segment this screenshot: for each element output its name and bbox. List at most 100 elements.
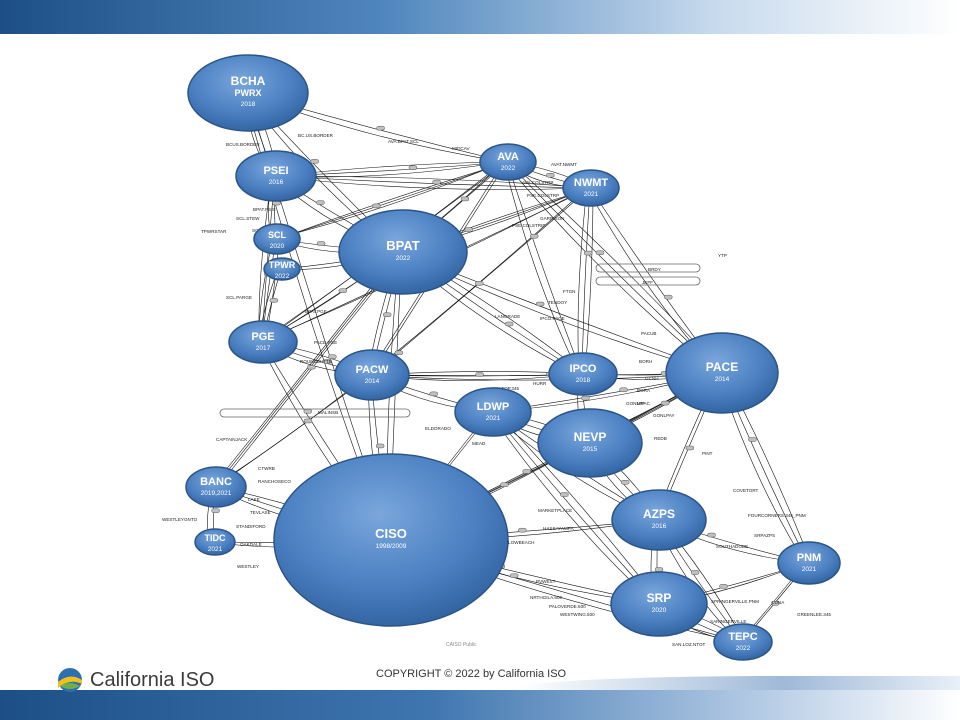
tie-point-label: SCL.STEW bbox=[236, 216, 260, 221]
tie-point-marker bbox=[522, 469, 531, 474]
tie-point-label: SAN.LOZ.NTOT bbox=[672, 642, 706, 647]
connection-line bbox=[275, 161, 508, 240]
node-name: NEVP bbox=[574, 430, 607, 444]
node-ellipse bbox=[454, 387, 532, 437]
tie-point-marker bbox=[654, 567, 664, 572]
node-name: PACW bbox=[356, 364, 389, 376]
node-year: 2020 bbox=[270, 243, 285, 250]
connection-line bbox=[367, 187, 588, 376]
tie-point-marker bbox=[211, 508, 220, 513]
tie-point-marker bbox=[660, 400, 670, 406]
node-scl[interactable]: SCL 2020 bbox=[253, 223, 301, 255]
node-ellipse bbox=[611, 489, 707, 551]
tie-point-marker bbox=[382, 312, 392, 317]
california-iso-logo: California ISO bbox=[56, 666, 215, 694]
balancing-authority-nodes: BCHAPWRX2018PSEI2016SCL2020TPWR2022BPAT2… bbox=[185, 54, 841, 661]
tie-point-label: SRPAZPS bbox=[754, 533, 775, 538]
tie-point-marker bbox=[509, 573, 519, 578]
tie-point-label: PINT bbox=[702, 451, 713, 456]
tie-point-marker bbox=[581, 395, 590, 401]
node-year: 2021 bbox=[802, 566, 817, 573]
node-year: 2022 bbox=[736, 645, 751, 652]
node-name: SCL bbox=[268, 230, 287, 240]
logo-text: California ISO bbox=[90, 668, 215, 691]
tie-point-marker bbox=[546, 173, 555, 178]
tie-point-marker bbox=[323, 359, 332, 364]
tie-point-label: OAKDALE bbox=[240, 542, 262, 547]
tie-point-label: TENDOY bbox=[548, 300, 567, 305]
connection-line bbox=[277, 175, 594, 189]
tie-point-label: CAPTAINJACK bbox=[216, 437, 248, 442]
tie-point-marker bbox=[372, 203, 381, 209]
tie-point-label: LANGRADE bbox=[495, 314, 520, 319]
tie-point-marker bbox=[460, 196, 470, 202]
tie-point-label: WILLOWBEACH bbox=[500, 540, 534, 545]
tie-point-marker bbox=[338, 288, 348, 293]
node-year: 2022 bbox=[396, 255, 411, 262]
node-year: 2019,2021 bbox=[201, 490, 232, 497]
node-year: 2021 bbox=[584, 191, 599, 198]
node-year: 2020 bbox=[652, 607, 667, 614]
tie-point-label: BPAT.PSEI bbox=[253, 207, 276, 212]
node-year: 2014 bbox=[715, 376, 730, 383]
california-iso-logo-icon bbox=[58, 668, 82, 692]
connection-line bbox=[272, 161, 505, 240]
bus-bar bbox=[595, 276, 701, 286]
tie-point-marker bbox=[475, 372, 484, 377]
tie-point-label: AVA.BPAT.SCL bbox=[388, 139, 419, 144]
tie-point-marker bbox=[307, 364, 316, 370]
node-name: BCHA bbox=[231, 74, 266, 88]
tie-point-marker bbox=[620, 480, 630, 485]
node-ellipse bbox=[228, 320, 298, 364]
node-bpat[interactable]: BPAT 2022 bbox=[338, 209, 468, 295]
node-year: 2022 bbox=[501, 165, 516, 172]
node-year: 2016 bbox=[652, 523, 667, 530]
node-ellipse bbox=[334, 349, 410, 401]
tie-point-marker bbox=[429, 391, 438, 397]
node-year: 2022 bbox=[275, 273, 290, 280]
tie-point-marker bbox=[316, 200, 325, 205]
tie-point-label: BCUS.BORDER bbox=[226, 142, 260, 147]
connection-line bbox=[503, 161, 580, 375]
tie-point-label: PVWEST bbox=[536, 579, 556, 584]
tie-point-marker bbox=[408, 165, 418, 170]
tie-point-label: TEVLASE bbox=[250, 510, 271, 515]
tie-point-label: BORA bbox=[637, 388, 651, 393]
tie-point-label: SOUTHADOBE bbox=[716, 544, 748, 549]
node-year: 2018 bbox=[576, 377, 591, 384]
node-name: LDWP bbox=[477, 401, 509, 413]
tie-point-marker bbox=[535, 301, 545, 307]
node-ellipse bbox=[665, 332, 779, 414]
tie-point-marker bbox=[316, 241, 326, 246]
node-name: PGE bbox=[251, 331, 274, 343]
tie-point-label: NRTHGILA.500 bbox=[530, 595, 563, 600]
node-ellipse bbox=[235, 150, 317, 202]
tie-point-label: FTGN bbox=[563, 289, 576, 294]
tie-point-marker bbox=[303, 409, 313, 414]
tie-point-marker bbox=[464, 227, 474, 232]
header-banner bbox=[0, 0, 960, 34]
node-ellipse bbox=[777, 541, 841, 585]
tie-point-marker bbox=[583, 250, 593, 256]
node-name: BPAT bbox=[386, 238, 420, 253]
node-ellipse bbox=[562, 169, 620, 207]
